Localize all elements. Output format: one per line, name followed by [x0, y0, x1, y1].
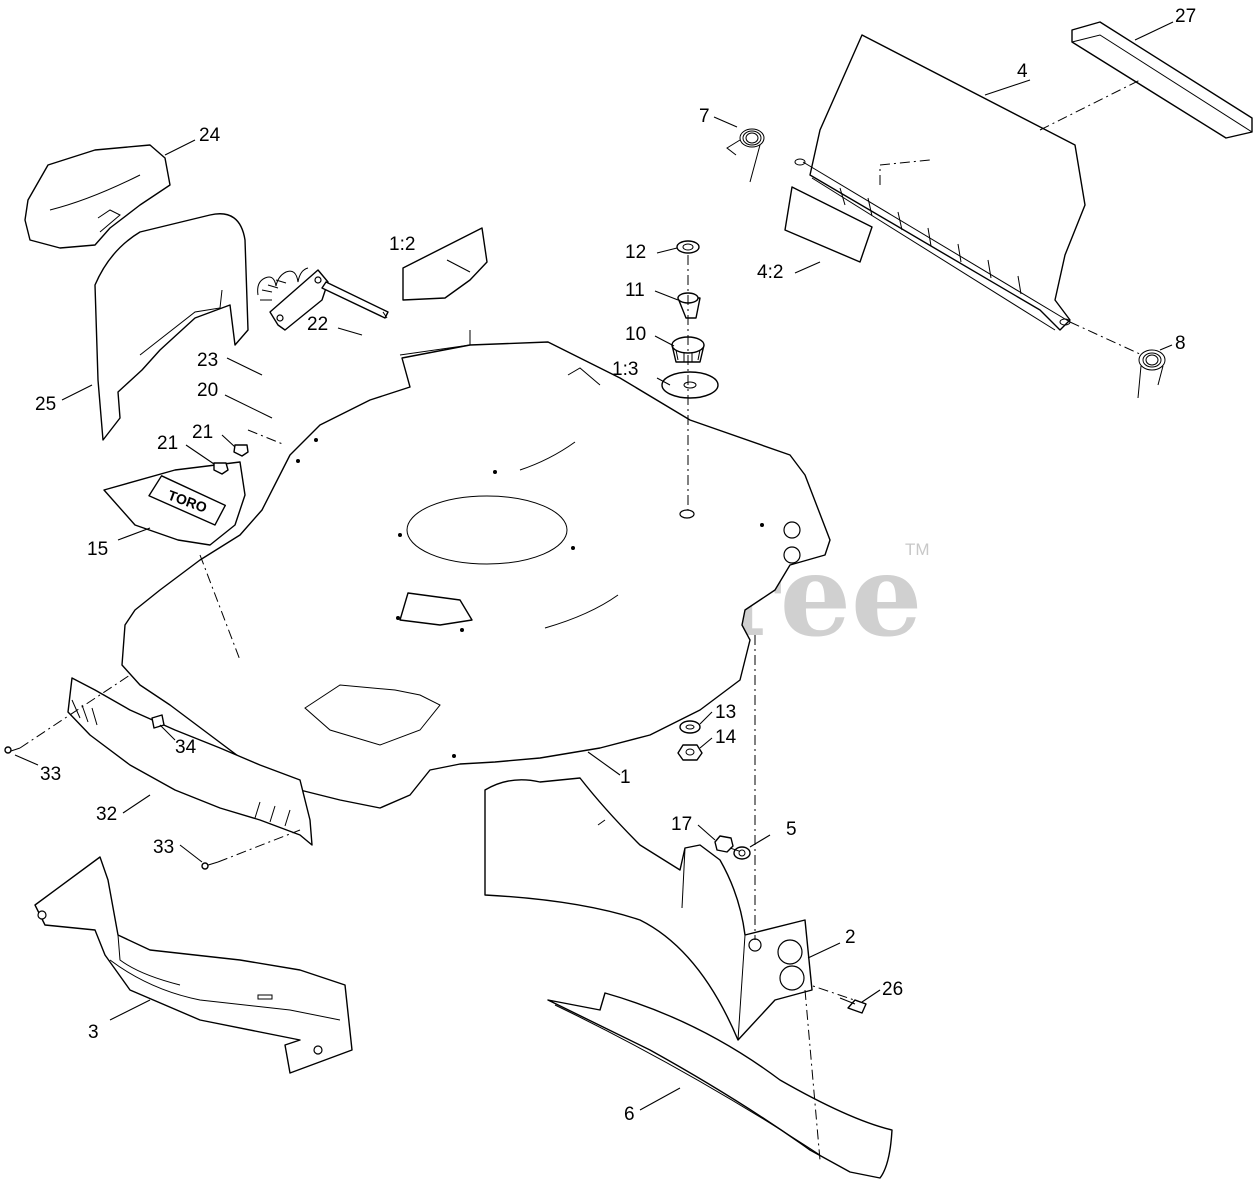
- part-27-bar[interactable]: [1071, 21, 1253, 139]
- part-17-nut[interactable]: [714, 835, 734, 853]
- part-4-2-decal[interactable]: [784, 186, 873, 263]
- callout-13: 13: [715, 702, 736, 723]
- callout-15: 15: [87, 539, 108, 560]
- part-1-deck-housing[interactable]: [121, 341, 831, 809]
- callout-1-3: 1:3: [612, 359, 638, 380]
- callout-8: 8: [1175, 333, 1186, 354]
- callout-4: 4: [1017, 61, 1028, 82]
- callout-12: 12: [625, 242, 646, 263]
- callout-22: 22: [307, 314, 328, 335]
- part-24-rear-cover[interactable]: [24, 144, 171, 249]
- callout-33-a: 33: [40, 764, 61, 785]
- leader-lines: [14, 21, 1174, 1111]
- part-20-hinge-bracket[interactable]: [269, 269, 329, 331]
- part-1-3-washer[interactable]: [661, 371, 719, 399]
- part-3-front-bracket[interactable]: [34, 856, 353, 1074]
- callout-17: 17: [671, 814, 692, 835]
- part-11-bushing[interactable]: [677, 292, 701, 319]
- callout-1: 1: [620, 767, 631, 788]
- part-21-screw-a[interactable]: [233, 444, 249, 457]
- callout-32: 32: [96, 804, 117, 825]
- callout-14: 14: [715, 727, 737, 748]
- part-1-2-decal[interactable]: [402, 227, 488, 301]
- callout-34: 34: [175, 737, 197, 758]
- part-33-screw-a[interactable]: [4, 746, 21, 754]
- callout-2: 2: [845, 927, 856, 948]
- callout-23: 23: [197, 350, 218, 371]
- callout-21-b: 21: [157, 433, 178, 454]
- callout-24: 24: [199, 125, 221, 146]
- callout-6: 6: [624, 1104, 635, 1125]
- part-22-hinge-rod[interactable]: [321, 281, 389, 319]
- callout-11: 11: [625, 280, 645, 301]
- part-26-screw[interactable]: [839, 997, 867, 1014]
- part-12-washer[interactable]: [676, 240, 700, 254]
- part-23-hinge-spring[interactable]: [257, 267, 309, 301]
- callout-26: 26: [882, 979, 903, 1000]
- assembly-centerlines: [19, 79, 1143, 1161]
- callout-3: 3: [88, 1022, 99, 1043]
- callout-5: 5: [786, 819, 797, 840]
- part-15-logo-decal[interactable]: TORO: [103, 461, 246, 546]
- part-6-chute-trim[interactable]: [547, 992, 893, 1179]
- callout-21-a: 21: [192, 422, 213, 443]
- callout-7: 7: [699, 106, 710, 127]
- part-5-spacer[interactable]: [733, 846, 751, 860]
- part-25-rear-guard[interactable]: [94, 213, 249, 441]
- part-34-pin[interactable]: [151, 714, 165, 729]
- part-13-washer[interactable]: [679, 720, 701, 734]
- part-14-nut[interactable]: [677, 744, 703, 761]
- part-4-rear-flap[interactable]: [794, 34, 1086, 331]
- callout-20: 20: [197, 380, 218, 401]
- callout-1-2: 1:2: [389, 234, 415, 255]
- callout-27: 27: [1175, 6, 1196, 27]
- part-33-screw-b[interactable]: [201, 861, 219, 870]
- part-21-screw-b[interactable]: [213, 462, 229, 475]
- watermark-trademark: TM: [905, 540, 930, 559]
- part-7-torsion-spring[interactable]: [726, 128, 765, 183]
- part-2-discharge-chute[interactable]: [484, 777, 813, 1041]
- callout-4-2: 4:2: [757, 262, 783, 283]
- callout-33-b: 33: [153, 837, 174, 858]
- part-8-torsion-spring[interactable]: [1137, 349, 1166, 399]
- callout-25: 25: [35, 394, 56, 415]
- callout-10: 10: [625, 324, 646, 345]
- callout-labels: 1 1:2 1:3 2 3 4 4:2 5 6 7 8 10 11 12 13 …: [35, 6, 1196, 1125]
